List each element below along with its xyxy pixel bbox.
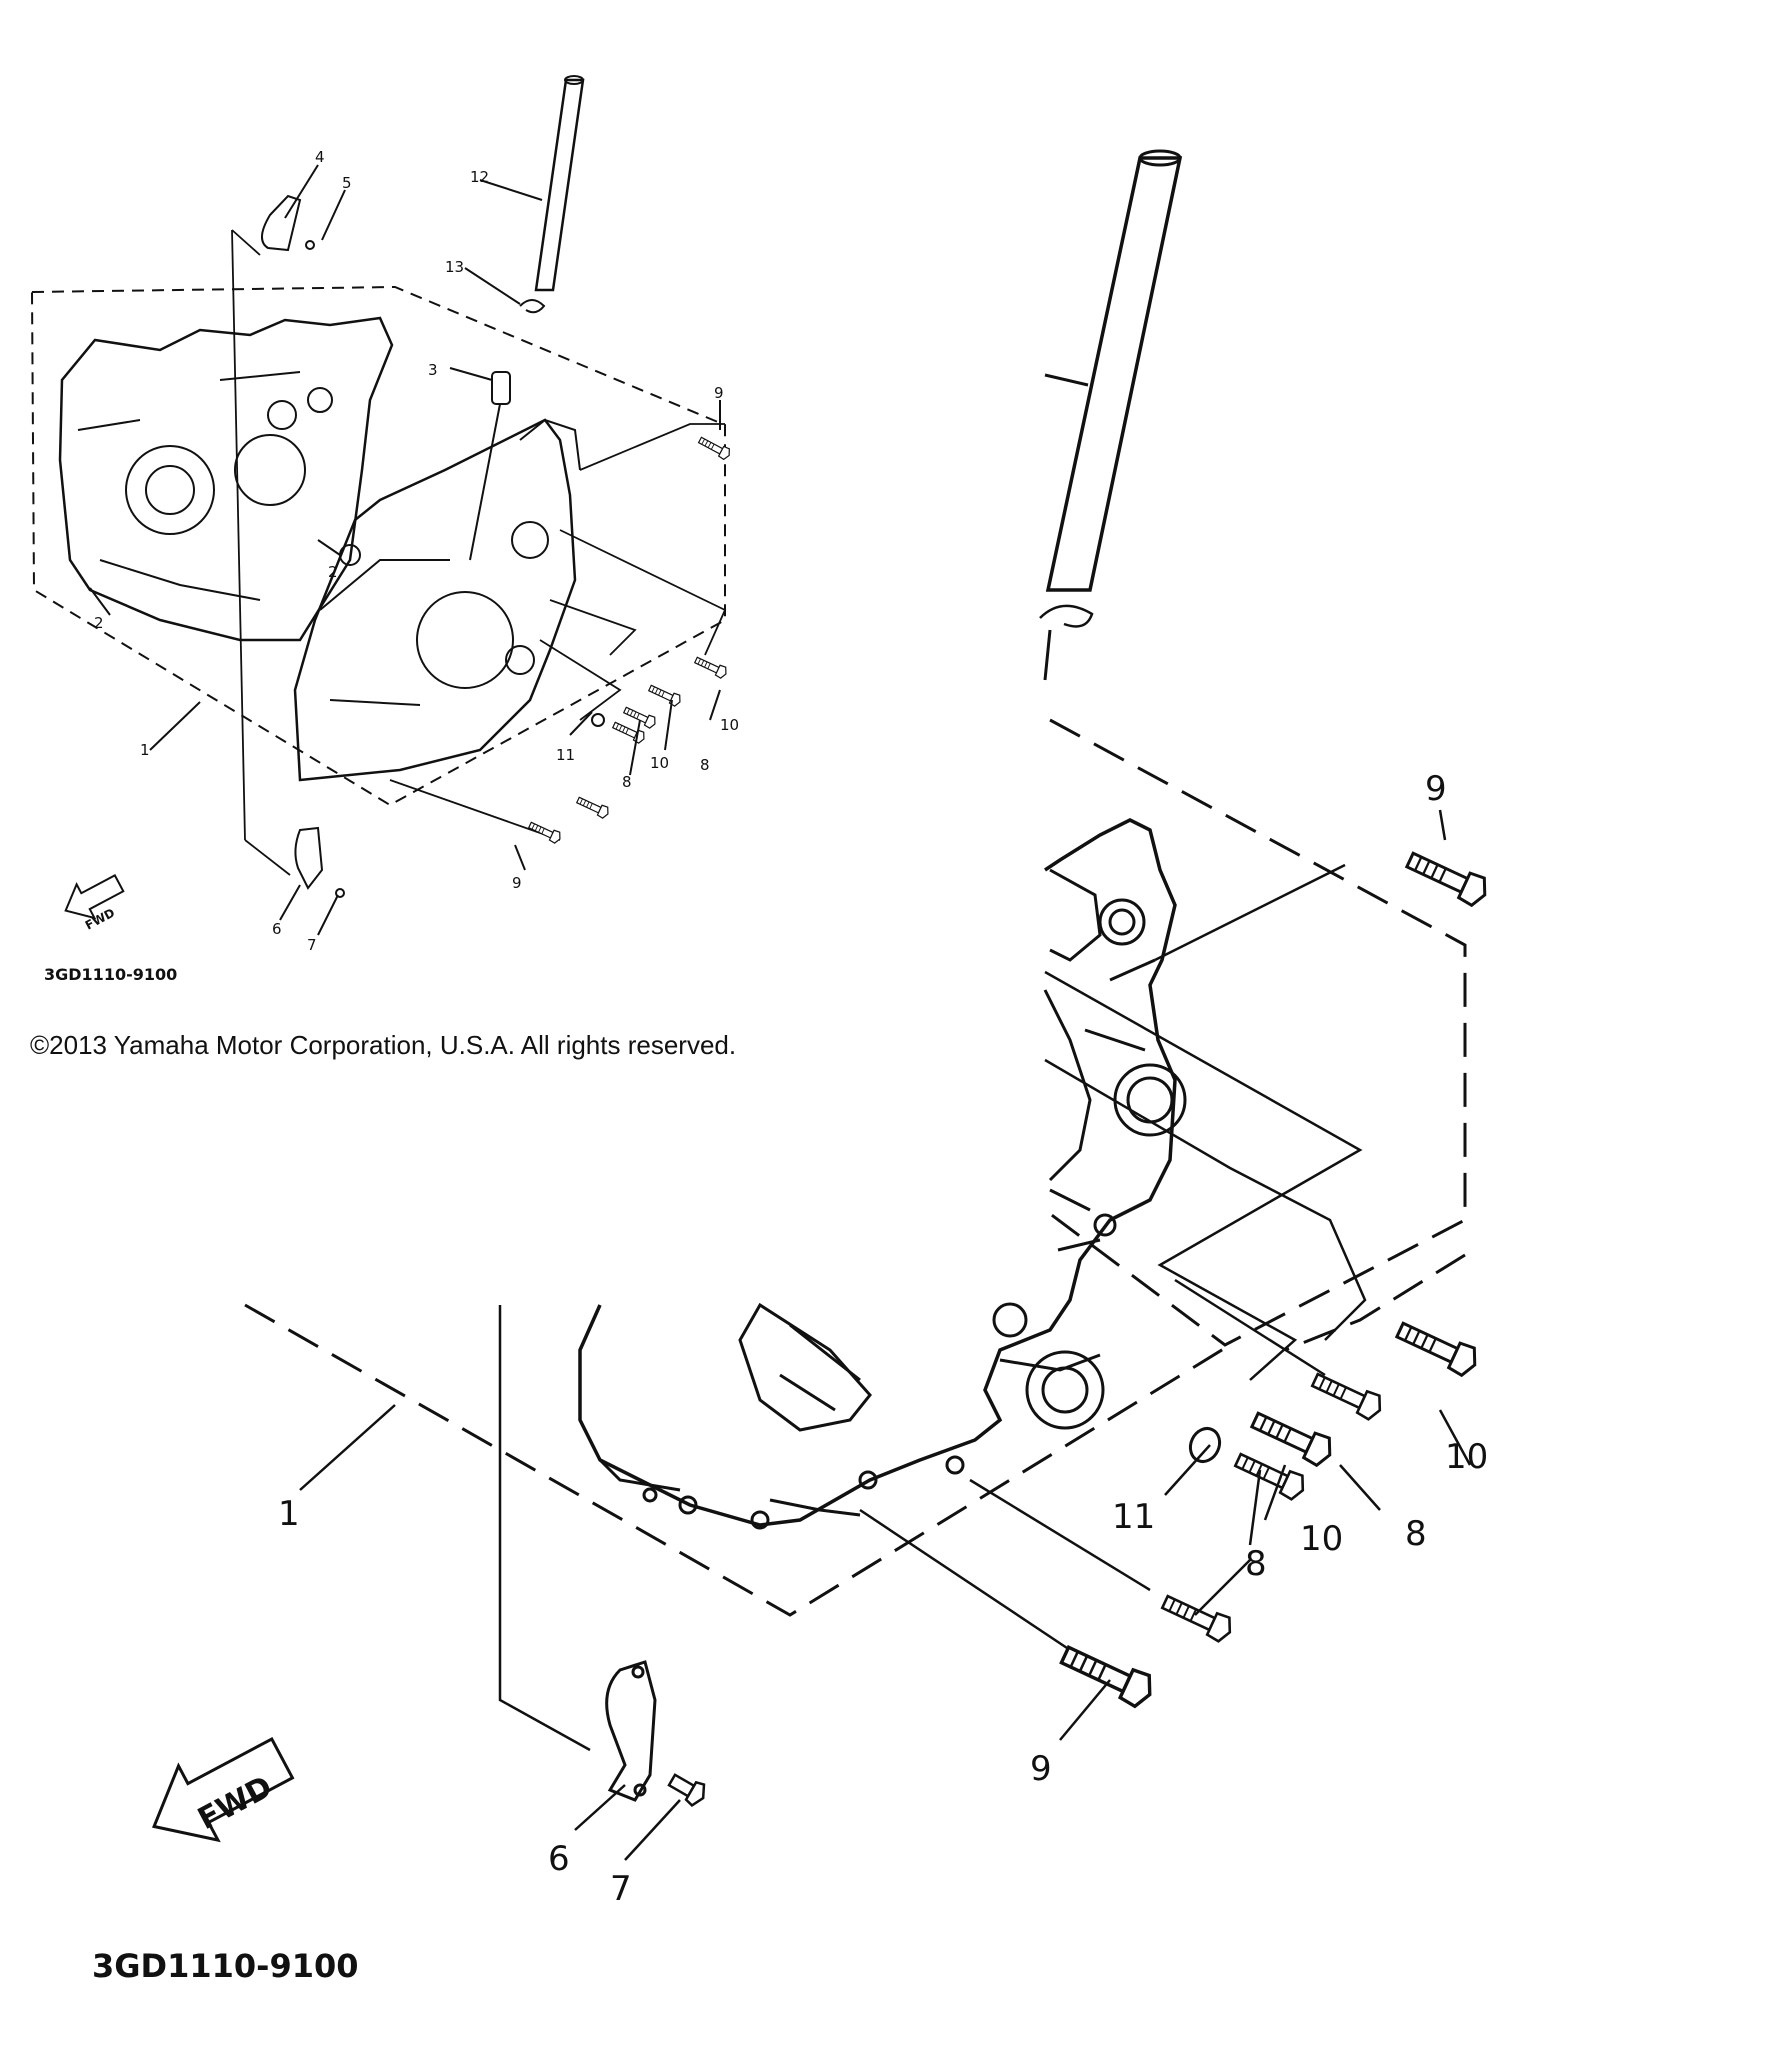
zoom-callout: 9 [1425,769,1447,809]
zoom-callout: 9 [1030,1749,1052,1789]
thumb-callout: 12 [470,168,489,186]
zoom-diagram-code: 3GD1110-9100 [92,1947,359,1985]
zoom-bolt-10-right [1394,1316,1481,1378]
zoom-bolt-9-upper [1404,846,1491,908]
zoom-bolt-8-mid [1230,1446,1311,1504]
thumb-callout: 3 [428,361,438,379]
thumb-breather-pipe [534,78,585,292]
zoom-dashed-outline [1044,718,1467,1347]
zoom-callout: 10 [1300,1519,1343,1559]
thumb-callout: 4 [315,148,325,166]
zoom-callout: 8 [1405,1514,1427,1554]
thumb-left-crankcase [58,316,394,642]
zoom-callout: 8 [1245,1544,1267,1584]
zoom-diagram [152,149,1491,1861]
zoom-bracket [605,1660,657,1802]
zoom-callout: 10 [1445,1437,1488,1477]
thumbnail-diagram [31,75,733,936]
thumb-callout: 13 [445,258,464,276]
thumb-callout: 1 [140,741,150,759]
thumb-callout: 10 [720,716,739,734]
zoom-callout: 1 [278,1494,300,1534]
thumb-callout: 10 [650,754,669,772]
thumb-callout: 8 [622,773,632,791]
thumb-dashed-outline [31,285,726,807]
zoom-washer [1188,1426,1222,1464]
zoom-right-crankcase [578,818,1177,1527]
zoom-fwd-arrow-icon [152,1736,295,1843]
thumb-callout: 11 [556,746,575,764]
thumb-dowel-pin [491,371,511,405]
thumb-callouts: 1 2 2 3 4 5 6 7 8 8 9 9 10 10 11 12 13 [94,148,739,954]
zoom-breather-pipe [1045,156,1183,592]
zoom-bolt-10-lower [1249,1406,1336,1468]
zoom-bolt-8-lower [1157,1588,1238,1646]
thumb-diagram-code: 3GD1110-9100 [44,965,177,984]
thumb-callout: 2 [94,614,104,632]
zoom-callout: 7 [610,1869,632,1909]
thumb-callout: 8 [700,756,710,774]
thumb-callout: 7 [307,936,317,954]
thumb-callout: 5 [342,174,352,192]
thumb-callout: 2 [328,563,338,581]
zoom-callout: 6 [548,1839,570,1879]
zoom-bolt-9-lower [1058,1640,1157,1710]
thumb-right-crankcase [293,418,577,782]
copyright-text: ©2013 Yamaha Motor Corporation, U.S.A. A… [30,1030,737,1060]
thumb-fwd-arrow-icon [64,874,125,920]
thumb-callout: 9 [714,384,724,402]
thumb-callout: 6 [272,920,282,938]
thumb-callout: 9 [512,874,522,892]
zoom-hose-clip [1039,604,1094,628]
zoom-callout: 11 [1112,1497,1155,1537]
zoom-bolt-8-upper [1307,1366,1388,1424]
zoom-callouts: 1 6 7 8 8 9 9 10 10 11 [278,769,1488,1909]
